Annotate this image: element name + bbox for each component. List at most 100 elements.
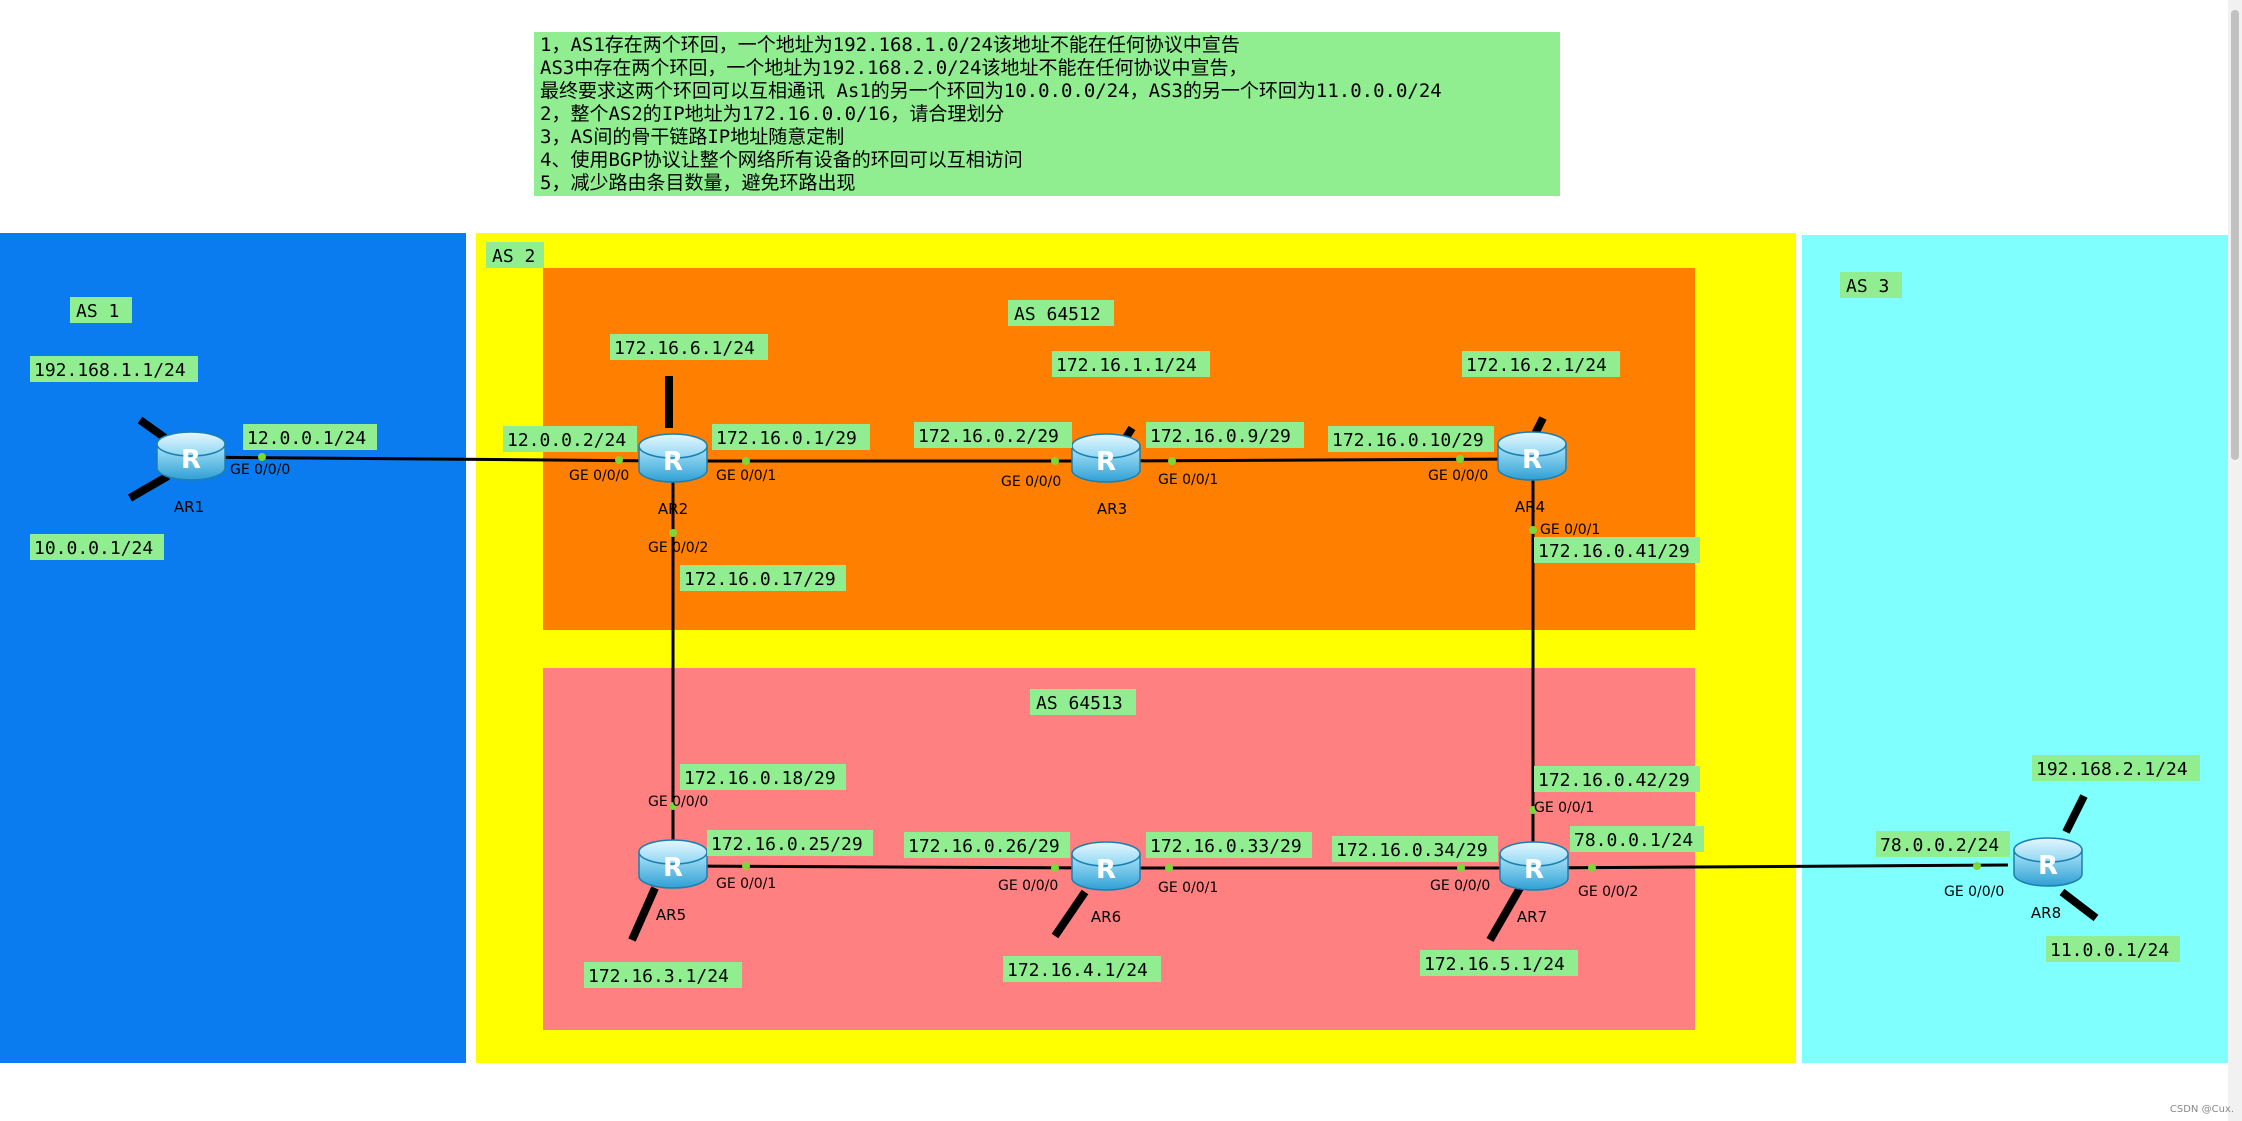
port-labels: GE 0/0/0 GE 0/0/0 GE 0/0/1 GE 0/0/2 GE 0… bbox=[230, 462, 2004, 900]
ip-label: 78.0.0.1/24 bbox=[1570, 826, 1704, 852]
svg-text:172.16.0.34/29: 172.16.0.34/29 bbox=[1336, 840, 1488, 861]
note-line: 1，AS1存在两个环回，一个地址为192.168.1.0/24该地址不能在任何协… bbox=[540, 34, 1240, 56]
ip-label: 12.0.0.2/24 bbox=[503, 426, 637, 452]
svg-text:172.16.1.1/24: 172.16.1.1/24 bbox=[1056, 355, 1197, 376]
ip-label: 78.0.0.2/24 bbox=[1876, 831, 2010, 857]
svg-text:R: R bbox=[1522, 445, 1542, 475]
link-ar7-ar8 bbox=[1532, 863, 2009, 870]
svg-text:R: R bbox=[2038, 851, 2058, 881]
port-label: GE 0/0/0 bbox=[1428, 468, 1488, 484]
note-line: 最终要求这两个环回可以互相通讯 As1的另一个环回为10.0.0.0/24，AS… bbox=[540, 80, 1442, 102]
svg-text:R: R bbox=[663, 853, 683, 883]
port-label: GE 0/0/1 bbox=[1158, 472, 1218, 488]
port-label: GE 0/0/0 bbox=[998, 878, 1058, 894]
svg-text:AS 64512: AS 64512 bbox=[1014, 304, 1101, 325]
router-name: AR7 bbox=[1517, 908, 1547, 926]
svg-text:172.16.0.41/29: 172.16.0.41/29 bbox=[1538, 541, 1690, 562]
ip-label: 192.168.1.1/24 bbox=[30, 356, 198, 382]
port-label: GE 0/0/0 bbox=[230, 462, 290, 478]
router-ar6[interactable]: R AR6 bbox=[1071, 841, 1141, 926]
svg-text:R: R bbox=[663, 447, 683, 477]
port-label: GE 0/0/0 bbox=[569, 468, 629, 484]
svg-text:AS 64513: AS 64513 bbox=[1036, 693, 1123, 714]
svg-text:172.16.0.18/29: 172.16.0.18/29 bbox=[684, 768, 836, 789]
port-label: GE 0/0/1 bbox=[716, 876, 776, 892]
router-name: AR8 bbox=[2031, 904, 2061, 922]
router-name: AR4 bbox=[1515, 498, 1545, 516]
router-ar2[interactable]: R AR2 bbox=[638, 433, 708, 518]
port-label: GE 0/0/1 bbox=[1158, 880, 1218, 896]
note-line: AS3中存在两个环回，一个地址为192.168.2.0/24该地址不能在任何协议… bbox=[540, 57, 1248, 79]
router-ar1[interactable]: R AR1 bbox=[156, 431, 226, 516]
svg-text:R: R bbox=[181, 445, 201, 475]
svg-text:172.16.0.9/29: 172.16.0.9/29 bbox=[1150, 426, 1291, 447]
requirements-note: 1，AS1存在两个环回，一个地址为192.168.1.0/24该地址不能在任何协… bbox=[534, 32, 1560, 196]
svg-text:R: R bbox=[1096, 447, 1116, 477]
ip-label: 11.0.0.1/24 bbox=[2046, 936, 2180, 962]
loopback-stubs bbox=[127, 376, 2099, 942]
port-label: GE 0/0/0 bbox=[1001, 474, 1061, 490]
ip-label: 172.16.0.34/29 bbox=[1332, 836, 1498, 862]
svg-text:172.16.0.2/29: 172.16.0.2/29 bbox=[918, 426, 1059, 447]
router-name: AR2 bbox=[658, 500, 688, 518]
note-line: 3，AS间的骨干链路IP地址随意定制 bbox=[540, 126, 845, 148]
ip-label: 10.0.0.1/24 bbox=[30, 534, 164, 560]
svg-text:172.16.2.1/24: 172.16.2.1/24 bbox=[1466, 355, 1607, 376]
ip-label: 172.16.0.1/29 bbox=[712, 424, 870, 450]
link-ar5-ar6 bbox=[672, 864, 1105, 870]
link-ar3-ar4 bbox=[1103, 457, 1531, 463]
region-as3 bbox=[1802, 235, 2230, 1063]
ip-label: 172.16.0.18/29 bbox=[680, 764, 846, 790]
svg-text:11.0.0.1/24: 11.0.0.1/24 bbox=[2050, 940, 2169, 961]
ip-label: 172.16.0.25/29 bbox=[707, 830, 873, 856]
port-label: GE 0/0/1 bbox=[1540, 522, 1600, 538]
scrollbar-thumb[interactable] bbox=[2231, 10, 2239, 460]
ip-label: 172.16.2.1/24 bbox=[1462, 351, 1620, 377]
svg-text:AS 2: AS 2 bbox=[492, 246, 535, 267]
router-name: AR3 bbox=[1097, 500, 1127, 518]
svg-text:172.16.0.1/29: 172.16.0.1/29 bbox=[716, 428, 857, 449]
note-line: 2，整个AS2的IP地址为172.16.0.0/16，请合理划分 bbox=[540, 103, 1005, 125]
ip-labels: 192.168.1.1/24 12.0.0.1/24 10.0.0.1/24 1… bbox=[30, 334, 2200, 988]
router-ar3[interactable]: R AR3 bbox=[1071, 433, 1141, 518]
svg-text:172.16.0.26/29: 172.16.0.26/29 bbox=[908, 836, 1060, 857]
svg-text:172.16.6.1/24: 172.16.6.1/24 bbox=[614, 338, 755, 359]
ip-label: 172.16.0.10/29 bbox=[1328, 426, 1494, 452]
svg-text:12.0.0.1/24: 12.0.0.1/24 bbox=[247, 428, 366, 449]
ip-label: 12.0.0.1/24 bbox=[243, 424, 377, 450]
ip-label: 172.16.0.42/29 bbox=[1534, 766, 1700, 792]
svg-text:192.168.1.1/24: 192.168.1.1/24 bbox=[34, 360, 186, 381]
router-name: AR6 bbox=[1091, 908, 1121, 926]
ip-label: 172.16.0.41/29 bbox=[1534, 537, 1700, 563]
svg-text:172.16.0.10/29: 172.16.0.10/29 bbox=[1332, 430, 1484, 451]
svg-text:12.0.0.2/24: 12.0.0.2/24 bbox=[507, 430, 626, 451]
region-label-as1: AS 1 bbox=[70, 297, 132, 323]
note-line: 5，减少路由条目数量，避免环路出现 bbox=[540, 172, 856, 194]
svg-text:172.16.0.33/29: 172.16.0.33/29 bbox=[1150, 836, 1302, 857]
port-label: GE 0/0/2 bbox=[648, 540, 708, 556]
port-label: GE 0/0/0 bbox=[1430, 878, 1490, 894]
router-name: AR1 bbox=[174, 498, 204, 516]
svg-text:AS 3: AS 3 bbox=[1846, 276, 1889, 297]
ip-label: 172.16.0.17/29 bbox=[680, 565, 846, 591]
ip-label: 172.16.5.1/24 bbox=[1420, 950, 1578, 976]
ip-label: 172.16.4.1/24 bbox=[1003, 956, 1161, 982]
svg-text:78.0.0.2/24: 78.0.0.2/24 bbox=[1880, 835, 1999, 856]
vertical-scrollbar[interactable] bbox=[2228, 0, 2242, 1121]
ip-label: 192.168.2.1/24 bbox=[2032, 755, 2200, 781]
router-ar8[interactable]: R AR8 bbox=[2013, 837, 2083, 922]
router-ar7[interactable]: R AR7 bbox=[1499, 841, 1569, 926]
region-label-as3: AS 3 bbox=[1840, 272, 1902, 298]
port-dots bbox=[258, 453, 1981, 872]
ip-label: 172.16.0.9/29 bbox=[1146, 422, 1304, 448]
ip-label: 172.16.0.33/29 bbox=[1146, 832, 1312, 858]
ip-label: 172.16.1.1/24 bbox=[1052, 351, 1210, 377]
ip-label: 172.16.6.1/24 bbox=[610, 334, 768, 360]
router-ar5[interactable]: R AR5 bbox=[638, 839, 708, 924]
router-ar4[interactable]: R AR4 bbox=[1497, 431, 1567, 516]
svg-text:R: R bbox=[1524, 855, 1544, 885]
svg-text:172.16.5.1/24: 172.16.5.1/24 bbox=[1424, 954, 1565, 975]
ip-label: 172.16.0.2/29 bbox=[914, 422, 1072, 448]
svg-text:192.168.2.1/24: 192.168.2.1/24 bbox=[2036, 759, 2188, 780]
